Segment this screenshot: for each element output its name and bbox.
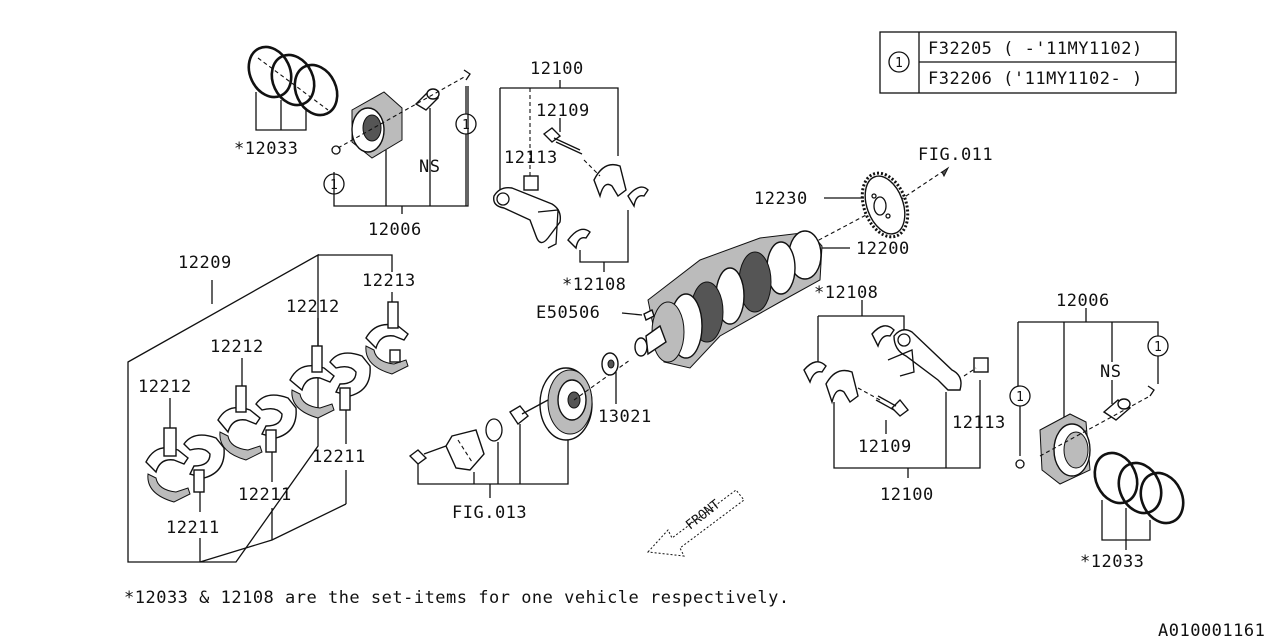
label-12113-top: 12113 bbox=[504, 148, 558, 168]
label-12033-top: *12033 bbox=[234, 139, 298, 159]
label-12213: 12213 bbox=[362, 271, 416, 291]
label-12006-top: 12006 bbox=[368, 220, 422, 240]
label-fig011: FIG.011 bbox=[918, 145, 993, 165]
footnote: *12033 & 12108 are the set-items for one… bbox=[124, 588, 790, 608]
label-ns-right: NS bbox=[1100, 362, 1121, 382]
drive-gear-group: FIG.011 12230 bbox=[754, 145, 993, 251]
label-fig013: FIG.013 bbox=[452, 503, 527, 523]
bearing-pair-2 bbox=[289, 345, 371, 419]
label-ns-top: NS bbox=[419, 157, 440, 177]
diagram-id: A010001161 bbox=[1158, 621, 1265, 640]
label-12212-b: 12212 bbox=[210, 337, 264, 357]
label-front: FRONT bbox=[683, 497, 723, 533]
circle-1-right-b: 1 bbox=[1016, 390, 1024, 405]
piston-assembly-right: 12006 NS 1 1 *12033 bbox=[1009, 291, 1185, 572]
label-12100-bottom: 12100 bbox=[880, 485, 934, 505]
bearing-pair-1 bbox=[365, 301, 409, 375]
label-12212-c: 12212 bbox=[138, 377, 192, 397]
label-12200: 12200 bbox=[856, 239, 910, 259]
pulley-group: 13021 FIG.013 bbox=[408, 352, 652, 523]
label-12108-mid: *12108 bbox=[814, 283, 878, 303]
front-direction-arrow: FRONT bbox=[646, 489, 745, 557]
legend-table: 1 F32205 ( -'11MY1102) F32206 ('11MY1102… bbox=[879, 31, 1177, 94]
label-12113-bottom: 12113 bbox=[952, 413, 1006, 433]
circle-1-top-b: 1 bbox=[462, 118, 470, 133]
main-bearing-set: 12209 12213 12212 12212 12212 12211 1221… bbox=[127, 253, 416, 563]
label-12211-a: 12211 bbox=[312, 447, 366, 467]
label-12209: 12209 bbox=[178, 253, 232, 273]
label-12033-right: *12033 bbox=[1080, 552, 1144, 572]
legend-row-1: F32205 ( -'11MY1102) bbox=[928, 39, 1143, 59]
label-12212-a: 12212 bbox=[286, 297, 340, 317]
label-12109-top: 12109 bbox=[536, 101, 590, 121]
label-12211-c: 12211 bbox=[166, 518, 220, 538]
label-e50506: E50506 bbox=[536, 303, 600, 323]
label-12108-top: *12108 bbox=[562, 275, 626, 295]
label-12109-bottom: 12109 bbox=[858, 437, 912, 457]
circle-1-right-a: 1 bbox=[1154, 340, 1162, 355]
label-12230: 12230 bbox=[754, 189, 808, 209]
conrod-assembly-top: 12100 12109 12113 *12108 bbox=[493, 59, 649, 295]
piston-assembly-top: *12033 NS 1 1 12006 bbox=[234, 45, 477, 240]
crankshaft: 12200 E50506 bbox=[536, 230, 910, 369]
label-12211-b: 12211 bbox=[238, 485, 292, 505]
legend-row-2: F32206 ('11MY1102- ) bbox=[928, 69, 1143, 89]
label-12006-right: 12006 bbox=[1056, 291, 1110, 311]
bearing-pair-3 bbox=[217, 385, 297, 461]
circle-1-top-a: 1 bbox=[330, 178, 338, 193]
label-12100-top: 12100 bbox=[530, 59, 584, 79]
conrod-assembly-bottom: *12108 12109 12113 12100 bbox=[803, 283, 1006, 505]
legend-symbol: 1 bbox=[895, 56, 903, 71]
bearing-pair-4 bbox=[145, 427, 225, 503]
label-13021: 13021 bbox=[598, 407, 652, 427]
